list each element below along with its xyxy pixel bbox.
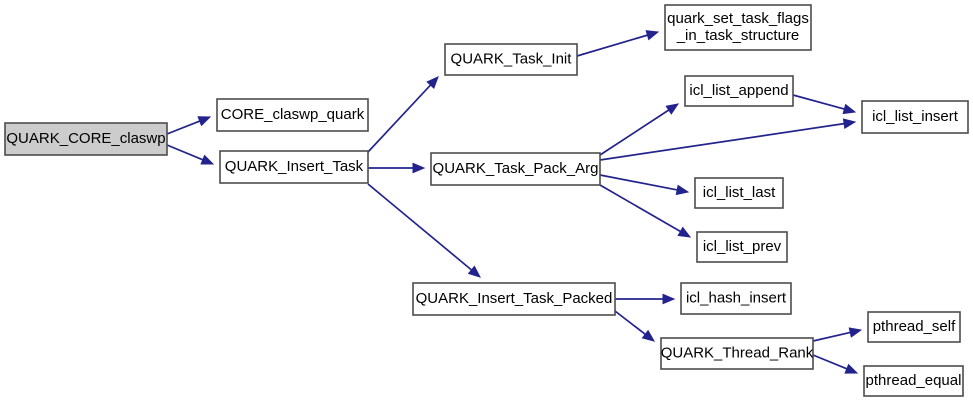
edge-arrowhead — [665, 103, 680, 115]
node-label: pthread_self — [873, 318, 956, 335]
node-box[interactable] — [219, 150, 369, 184]
edge-line — [614, 310, 646, 335]
graph-edge — [615, 293, 676, 305]
node-box[interactable] — [696, 231, 788, 263]
graph-edge — [614, 310, 656, 342]
node-box[interactable] — [660, 337, 814, 370]
node-box[interactable] — [680, 282, 792, 315]
node-box[interactable] — [664, 4, 812, 51]
node-label: quark_set_task_flags — [667, 10, 809, 27]
edge-arrowhead — [641, 329, 656, 342]
graph-node-quark_core_claswp[interactable]: QUARK_CORE_claswp — [4, 122, 168, 156]
node-box[interactable] — [684, 75, 794, 107]
graph-edge — [792, 94, 857, 115]
graph-node-pthread_self[interactable]: pthread_self — [867, 311, 961, 343]
edge-layer — [166, 30, 863, 374]
edge-line — [599, 184, 681, 233]
edge-arrowhead — [842, 103, 857, 115]
edge-line — [166, 120, 201, 135]
edge-line — [812, 331, 851, 342]
edge-line — [599, 122, 845, 161]
node-label: icl_list_prev — [703, 238, 782, 255]
graph-edge — [367, 76, 439, 153]
graph-edge — [812, 354, 859, 374]
edge-line — [576, 34, 648, 57]
graph-node-quark_task_pack_arg[interactable]: QUARK_Task_Pack_Arg — [430, 152, 601, 186]
edge-arrowhead — [842, 118, 857, 129]
graph-edge — [166, 116, 212, 135]
node-box[interactable] — [444, 43, 578, 76]
graph-node-quark_task_init[interactable]: QUARK_Task_Init — [444, 43, 578, 76]
graph-edge — [599, 118, 857, 161]
node-label: icl_list_insert — [872, 108, 959, 125]
edge-line — [599, 109, 670, 156]
edge-line — [792, 94, 845, 110]
edge-line — [367, 84, 432, 153]
node-box[interactable] — [4, 122, 168, 156]
graph-edge — [812, 327, 863, 342]
node-label: _in_task_structure — [676, 27, 800, 44]
edge-arrowhead — [426, 76, 439, 90]
graph-node-quark_set_task_flags_in_task_structure[interactable]: quark_set_task_flags_in_task_structure — [664, 4, 812, 51]
graph-node-icl_list_append[interactable]: icl_list_append — [684, 75, 794, 107]
node-layer: QUARK_CORE_claswpCORE_claswp_quarkQUARK_… — [4, 4, 969, 397]
graph-node-quark_insert_task[interactable]: QUARK_Insert_Task — [219, 150, 369, 184]
graph-node-icl_list_insert[interactable]: icl_list_insert — [861, 100, 969, 134]
node-label: QUARK_Task_Pack_Arg — [433, 160, 599, 177]
graph-edge — [166, 144, 215, 165]
edge-arrowhead — [844, 363, 859, 374]
node-label: QUARK_Task_Init — [451, 50, 573, 67]
edge-arrowhead — [677, 226, 692, 238]
node-box[interactable] — [430, 152, 601, 186]
node-box[interactable] — [412, 282, 616, 316]
node-box[interactable] — [863, 365, 964, 397]
graph-node-icl_list_prev[interactable]: icl_list_prev — [696, 231, 788, 263]
edge-line — [599, 174, 678, 191]
graph-edge — [367, 183, 481, 278]
node-box[interactable] — [861, 100, 969, 134]
edge-line — [166, 144, 204, 161]
edge-arrowhead — [412, 162, 426, 174]
node-label: CORE_claswp_quark — [221, 106, 365, 123]
graph-edge — [599, 174, 690, 196]
node-label: QUARK_CORE_claswp — [6, 130, 165, 147]
node-box[interactable] — [867, 311, 961, 343]
node-label: QUARK_Insert_Task — [225, 158, 364, 175]
graph-node-quark_insert_task_packed[interactable]: QUARK_Insert_Task_Packed — [412, 282, 616, 316]
edge-arrowhead — [645, 30, 660, 41]
graph-edge — [576, 30, 660, 57]
node-label: QUARK_Insert_Task_Packed — [416, 290, 613, 307]
edge-arrowhead — [197, 116, 212, 127]
graph-node-core_claswp_quark[interactable]: CORE_claswp_quark — [216, 98, 369, 132]
edge-line — [367, 183, 473, 271]
graph-node-icl_hash_insert[interactable]: icl_hash_insert — [680, 282, 792, 315]
edge-arrowhead — [200, 154, 215, 165]
node-box[interactable] — [216, 98, 369, 132]
graph-node-quark_thread_rank[interactable]: QUARK_Thread_Rank — [660, 337, 814, 370]
graph-node-pthread_equal[interactable]: pthread_equal — [863, 365, 964, 397]
graph-edge — [599, 184, 692, 238]
node-label: icl_hash_insert — [686, 289, 787, 306]
graph-edge — [368, 162, 426, 174]
node-label: QUARK_Thread_Rank — [661, 344, 814, 361]
edge-arrowhead — [675, 184, 690, 196]
node-label: icl_list_last — [703, 184, 776, 201]
graph-node-icl_list_last[interactable]: icl_list_last — [694, 177, 784, 209]
edge-arrowhead — [467, 265, 481, 278]
node-label: icl_list_append — [689, 82, 788, 99]
edge-line — [812, 354, 848, 370]
node-box[interactable] — [694, 177, 784, 209]
graph-edge — [599, 103, 680, 156]
edge-arrowhead — [848, 327, 863, 338]
node-label: pthread_equal — [866, 372, 962, 389]
edge-arrowhead — [662, 293, 676, 305]
